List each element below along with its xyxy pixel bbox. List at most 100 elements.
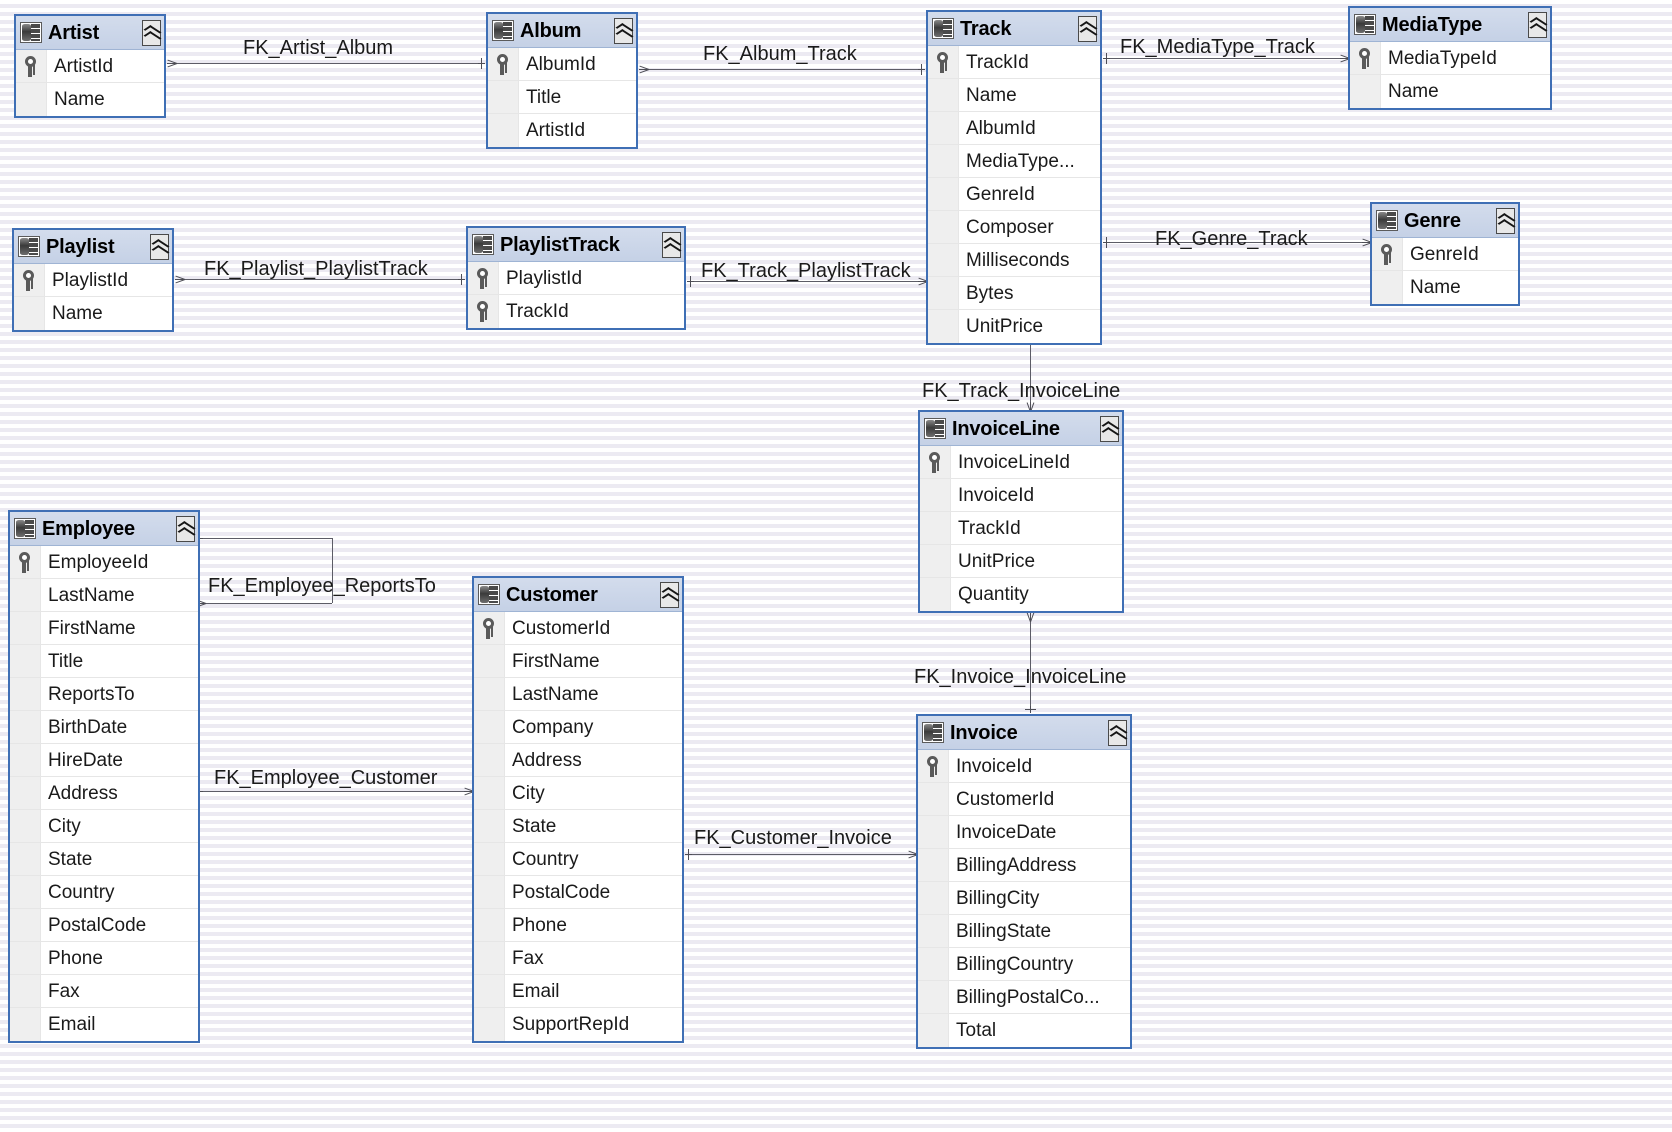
column-row[interactable]: ArtistId (488, 114, 636, 147)
column-row[interactable]: GenreId (928, 178, 1100, 211)
entity-header[interactable]: Playlist (14, 230, 172, 264)
column-row[interactable]: AlbumId (928, 112, 1100, 145)
column-row[interactable]: PostalCode (474, 876, 682, 909)
column-row[interactable]: Phone (10, 942, 198, 975)
column-row[interactable]: TrackId (920, 512, 1122, 545)
column-row[interactable]: Fax (10, 975, 198, 1008)
column-row[interactable]: ReportsTo (10, 678, 198, 711)
collapse-chevron-icon[interactable] (1108, 719, 1127, 746)
collapse-chevron-icon[interactable] (660, 581, 679, 608)
column-row[interactable]: State (474, 810, 682, 843)
collapse-chevron-icon[interactable] (1528, 11, 1547, 38)
column-row[interactable]: SupportRepId (474, 1008, 682, 1041)
column-row[interactable]: GenreId (1372, 238, 1518, 271)
column-row[interactable]: Name (16, 83, 164, 116)
column-row[interactable]: InvoiceDate (918, 816, 1130, 849)
column-row[interactable]: BirthDate (10, 711, 198, 744)
entity-header[interactable]: Customer (474, 578, 682, 612)
entity-header[interactable]: Invoice (918, 716, 1130, 750)
column-row[interactable]: TrackId (468, 295, 684, 328)
collapse-chevron-icon[interactable] (662, 231, 681, 258)
column-row[interactable]: FirstName (474, 645, 682, 678)
entity-header[interactable]: Genre (1372, 204, 1518, 238)
column-row[interactable]: InvoiceId (918, 750, 1130, 783)
relationship-label[interactable]: FK_Customer_Invoice (694, 827, 892, 849)
column-row[interactable]: PlaylistId (14, 264, 172, 297)
relationship-label[interactable]: FK_Employee_ReportsTo (208, 575, 436, 597)
column-row[interactable]: Name (1372, 271, 1518, 304)
column-row[interactable]: LastName (474, 678, 682, 711)
entity-header[interactable]: Artist (16, 16, 164, 50)
entity-header[interactable]: MediaType (1350, 8, 1550, 42)
column-row[interactable]: AlbumId (488, 48, 636, 81)
entity-header[interactable]: Track (928, 12, 1100, 46)
column-row[interactable]: Title (10, 645, 198, 678)
relationship-label[interactable]: FK_MediaType_Track (1120, 36, 1315, 58)
column-row[interactable]: Phone (474, 909, 682, 942)
column-row[interactable]: InvoiceId (920, 479, 1122, 512)
column-row[interactable]: City (474, 777, 682, 810)
entity-header[interactable]: Album (488, 14, 636, 48)
column-row[interactable]: Company (474, 711, 682, 744)
column-row[interactable]: Address (474, 744, 682, 777)
column-row[interactable]: Name (14, 297, 172, 330)
relationship-label[interactable]: FK_Employee_Customer (214, 767, 438, 789)
column-row[interactable]: BillingCountry (918, 948, 1130, 981)
collapse-chevron-icon[interactable] (1496, 207, 1515, 234)
column-row[interactable]: HireDate (10, 744, 198, 777)
column-row[interactable]: Name (1350, 75, 1550, 108)
collapse-chevron-icon[interactable] (142, 19, 161, 46)
relationship-label[interactable]: FK_Artist_Album (243, 37, 394, 59)
column-row[interactable]: Email (10, 1008, 198, 1041)
column-row[interactable]: Address (10, 777, 198, 810)
column-row[interactable]: Bytes (928, 277, 1100, 310)
column-row[interactable]: CustomerId (918, 783, 1130, 816)
column-row[interactable]: Total (918, 1014, 1130, 1047)
column-row[interactable]: Title (488, 81, 636, 114)
collapse-chevron-icon[interactable] (1100, 415, 1119, 442)
column-row[interactable]: UnitPrice (920, 545, 1122, 578)
column-row[interactable]: ArtistId (16, 50, 164, 83)
column-row[interactable]: EmployeeId (10, 546, 198, 579)
column-row[interactable]: BillingCity (918, 882, 1130, 915)
column-row[interactable]: Country (10, 876, 198, 909)
column-row[interactable]: CustomerId (474, 612, 682, 645)
column-row[interactable]: State (10, 843, 198, 876)
collapse-chevron-icon[interactable] (614, 17, 633, 44)
entity-header[interactable]: Employee (10, 512, 198, 546)
column-row[interactable]: City (10, 810, 198, 843)
column-row[interactable]: Fax (474, 942, 682, 975)
column-row[interactable]: MediaTypeId (1350, 42, 1550, 75)
entity-header[interactable]: PlaylistTrack (468, 228, 684, 262)
relationship-label[interactable]: FK_Playlist_PlaylistTrack (204, 258, 428, 280)
column-row[interactable]: PostalCode (10, 909, 198, 942)
column-row[interactable]: BillingAddress (918, 849, 1130, 882)
column-row[interactable]: Email (474, 975, 682, 1008)
column-row[interactable]: TrackId (928, 46, 1100, 79)
relationship-label[interactable]: FK_Track_InvoiceLine (922, 380, 1121, 402)
column-row[interactable]: InvoiceLineId (920, 446, 1122, 479)
column-row[interactable]: Composer (928, 211, 1100, 244)
column-row[interactable]: Milliseconds (928, 244, 1100, 277)
relationship-label[interactable]: FK_Album_Track (703, 43, 857, 65)
collapse-chevron-icon[interactable] (1078, 15, 1097, 42)
column-row[interactable]: PlaylistId (468, 262, 684, 295)
column-row[interactable]: LastName (10, 579, 198, 612)
column-row[interactable]: BillingPostalCo... (918, 981, 1130, 1014)
column-row[interactable]: Quantity (920, 578, 1122, 611)
entity-header[interactable]: InvoiceLine (920, 412, 1122, 446)
column-row[interactable]: FirstName (10, 612, 198, 645)
column-row[interactable]: MediaType... (928, 145, 1100, 178)
relationship-label[interactable]: FK_Genre_Track (1155, 228, 1308, 250)
